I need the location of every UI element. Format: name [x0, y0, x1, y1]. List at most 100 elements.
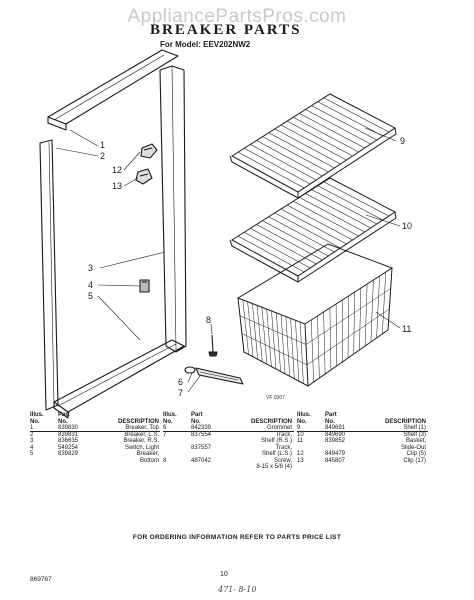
callout-13: 13 [112, 181, 123, 191]
diagram-reference-code: VF 0307 [266, 395, 285, 401]
page-number: 10 [220, 571, 228, 578]
illus-number: 4 [30, 444, 34, 451]
illus-number: 10 [297, 431, 304, 438]
header-illus: Illus. [30, 412, 44, 418]
table-header-rule [163, 431, 294, 432]
part-number: 842339 [191, 425, 212, 431]
ordering-note: FOR ORDERING INFORMATION REFER TO PARTS … [132, 534, 342, 541]
illus-number: 3 [30, 438, 34, 444]
top-breaker-strip [47, 49, 179, 131]
table-row: Bottom [30, 458, 159, 465]
header-illus-no: No. [163, 418, 173, 425]
callout-10: 10 [402, 221, 413, 231]
shelf-9 [229, 93, 397, 199]
part-description: 8-15 x 5/8 (4) [256, 464, 292, 470]
handwritten-mark: 471- 8-10 [218, 585, 257, 594]
document-number: 869767 [30, 576, 52, 583]
table-row: Shelf (R.S.) [163, 438, 292, 445]
callout-7: 7 [178, 388, 184, 398]
basket-11 [236, 243, 394, 387]
header-part-no: No. [191, 418, 201, 425]
clip-12 [140, 143, 158, 159]
header-description: DESCRIPTION [250, 418, 292, 425]
light-switch [139, 279, 150, 293]
header-illus-no: No. [297, 418, 307, 425]
part-number: 839852 [325, 438, 346, 444]
table-row: Slide-Out [297, 445, 426, 452]
table-row: 11 839852 Basket, [297, 438, 426, 445]
callout-8: 8 [206, 315, 212, 325]
part-description: Breaker, L.S. [124, 431, 159, 438]
watermark: AppliancePartsPros.com [127, 6, 347, 27]
part-description: Slide-Out [400, 444, 426, 451]
part-description: Clip (17) [403, 457, 426, 464]
part-number [58, 458, 89, 465]
header-part: Part [191, 412, 203, 418]
part-description: Shelf (R.S.) [260, 438, 292, 444]
part-number: 839831 [58, 431, 79, 438]
table-row: 8-15 x 5/8 (4) [163, 464, 292, 471]
part-description: Shelf (3) [403, 431, 426, 438]
callout-9: 9 [400, 136, 406, 146]
table-row: 10 849690 Shelf (3) [297, 432, 426, 439]
callout-2: 2 [100, 151, 106, 161]
part-number: 837554 [191, 431, 212, 438]
illus-number: 1 [30, 425, 34, 431]
model-subtitle: For Model: EEV202NW2 [160, 40, 251, 49]
header-part-no: No. [58, 418, 68, 425]
illus-number: 5 [30, 451, 34, 457]
left-breaker-strip [39, 139, 59, 411]
page-title: BREAKER PARTS [150, 22, 302, 38]
part-description: Grommet [266, 425, 292, 431]
part-description: Breaker, R.S. [123, 438, 159, 444]
table-header-rule [297, 431, 428, 432]
illus-number [163, 464, 191, 471]
right-breaker-strip [159, 65, 187, 353]
part-number [191, 464, 222, 471]
callout-12: 12 [112, 165, 123, 175]
header-part: Part [325, 412, 337, 418]
table-row: 4 549254 Switch, Light [30, 445, 159, 452]
callout-5: 5 [88, 291, 94, 301]
header-illus: Illus. [297, 412, 311, 418]
part-number: 549254 [58, 444, 79, 451]
header-illus: Illus. [163, 412, 177, 418]
illus-number: 8 [163, 457, 167, 464]
part-number: 849690 [325, 431, 346, 438]
callout-6: 6 [178, 377, 184, 387]
illus-number [30, 458, 58, 465]
part-description: Shelf (L.S.) [261, 451, 292, 457]
callout-1: 1 [100, 140, 106, 150]
part-number: 839829 [58, 451, 79, 457]
part-number: 849479 [325, 451, 346, 457]
part-description: Shelf (1) [403, 425, 426, 431]
illus-number: 2 [30, 431, 34, 438]
part-description: Clip (5) [406, 451, 426, 457]
illus-number: 11 [297, 438, 304, 444]
table-row: Shelf (L.S.) [163, 451, 292, 458]
part-description: Bottom [139, 457, 159, 464]
screw [208, 334, 218, 357]
table-row: 2 839831 Breaker, L.S. [30, 432, 159, 439]
callout-3: 3 [88, 263, 94, 273]
clip-13 [135, 168, 153, 185]
illus-number: 7 [163, 431, 167, 438]
bottom-breaker-strip [53, 339, 185, 419]
part-description: Track, [275, 444, 292, 451]
part-description: Switch, Light [124, 444, 159, 451]
part-description: Basket, [405, 438, 426, 444]
header-part: Part [58, 412, 70, 418]
leader-lines [55, 127, 401, 393]
shelf-10 [229, 177, 397, 283]
part-number: 839830 [58, 425, 79, 431]
